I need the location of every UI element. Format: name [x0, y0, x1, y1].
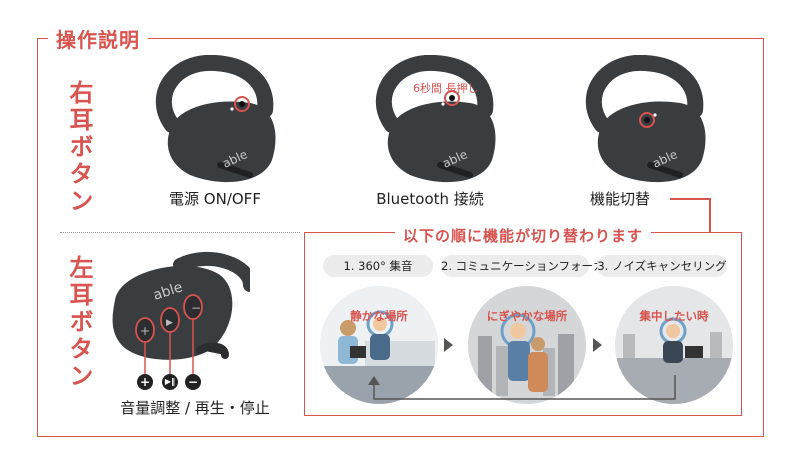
- scene-label-1: 静かな場所: [350, 309, 408, 323]
- section-divider: [60, 232, 300, 233]
- power-button-highlight: [234, 96, 250, 112]
- arrow-right-icon: [593, 338, 602, 352]
- plus-icon: +: [137, 374, 153, 390]
- earbud-mode-illustration: able: [585, 55, 706, 183]
- connector-line-h: [670, 198, 710, 200]
- power-button-icon: [239, 101, 245, 107]
- svg-text:▶: ▶: [166, 318, 173, 328]
- long-press-annotation: 6秒間 長押し: [413, 82, 479, 95]
- mode-pill-1: 1. 360° 集音: [323, 255, 433, 277]
- scene-busy-place: にぎやかな場所: [468, 286, 586, 404]
- mode-pill-2: 2. コミュニケーションフォーカス: [441, 255, 616, 277]
- scene-focus: 集中したい時: [615, 286, 733, 404]
- page-title: 操作説明: [48, 24, 148, 53]
- left-ear-label: 左耳ボタン: [65, 255, 93, 390]
- arrow-right-icon: [444, 338, 453, 352]
- caption-volume-play: 音量調整 / 再生・停止: [120, 399, 270, 417]
- right-ear-label: 右耳ボタン: [65, 80, 93, 215]
- connector-line-v: [709, 198, 711, 233]
- caption-mode-switch: 機能切替: [589, 190, 650, 208]
- sequence-title: 以下の順に機能が切り替わります: [395, 225, 652, 246]
- instructions-frame: [37, 38, 764, 437]
- caption-power: 電源 ON/OFF: [169, 190, 261, 208]
- bluetooth-button-icon: [449, 95, 455, 101]
- earbud-bluetooth-illustration: able: [375, 55, 496, 183]
- mode-button-highlight: [639, 112, 655, 128]
- loop-back-arrow: [368, 375, 676, 400]
- scene-label-3: 集中したい時: [639, 309, 709, 323]
- mode-button-icon: [644, 117, 650, 123]
- minus-icon: −: [185, 374, 201, 390]
- bluetooth-button-highlight: [444, 90, 460, 106]
- svg-text:−: −: [191, 301, 201, 315]
- caption-bluetooth: Bluetooth 接続: [376, 190, 484, 208]
- earbud-left-illustration: able + ▶ −: [112, 251, 250, 375]
- svg-text:+: +: [140, 324, 150, 338]
- earbud-power-illustration: able: [155, 55, 276, 183]
- scene-label-2: にぎやかな場所: [486, 309, 568, 323]
- mode-pill-3: 3. ノイズキャンセリング: [597, 255, 727, 277]
- play-pause-icon: ▶‖: [162, 374, 178, 390]
